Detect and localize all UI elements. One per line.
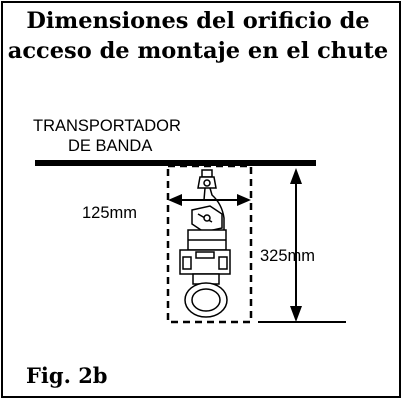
sensor-assembly	[179, 169, 231, 318]
height-dimension-arrow	[258, 168, 346, 323]
access-opening-outline	[166, 164, 253, 324]
title-line-1: Dimensiones del orificio de	[26, 8, 370, 34]
conveyor-belt-line	[35, 160, 316, 166]
conveyor-label-line-1: TRANSPORTADOR	[33, 117, 181, 135]
conveyor-label-line-2: DE BANDA	[68, 137, 153, 155]
width-dimension-arrow	[168, 194, 251, 206]
figure-label: Fig. 2b	[26, 363, 108, 388]
title-line-2: acceso de montaje en el chute	[7, 38, 389, 64]
diagram-title: Dimensiones del orificio de acceso de mo…	[0, 6, 396, 66]
height-dimension-label: 325mm	[260, 247, 316, 265]
width-dimension-label: 125mm	[82, 204, 138, 222]
